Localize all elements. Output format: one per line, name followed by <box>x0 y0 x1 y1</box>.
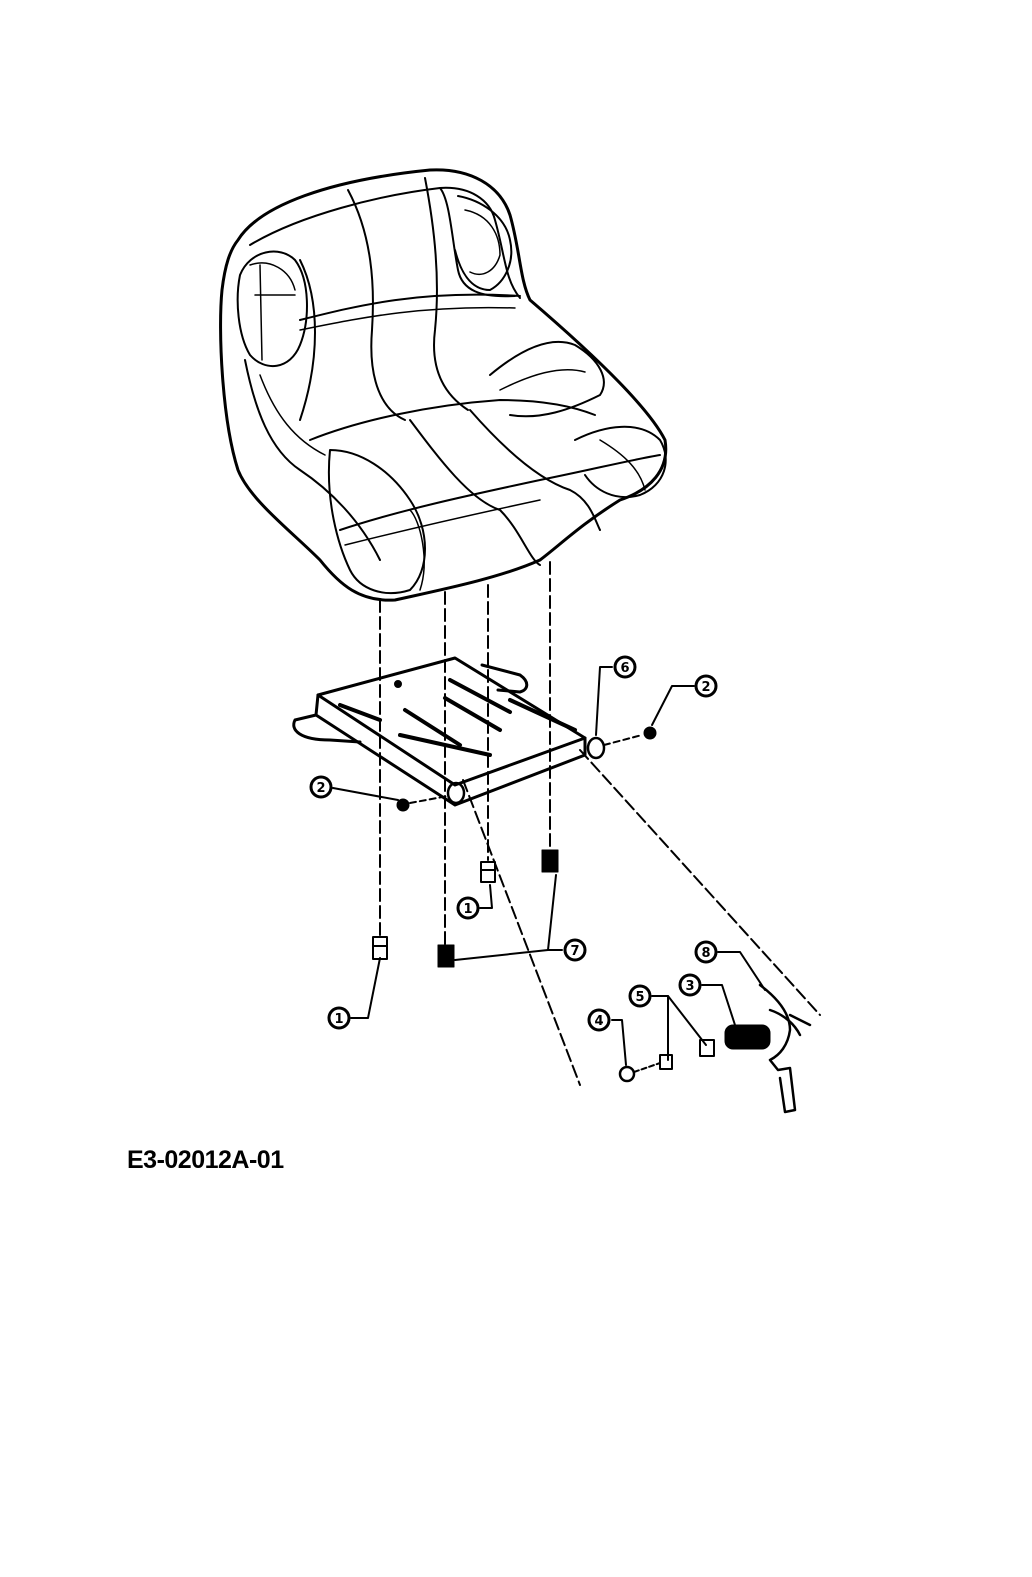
svg-text:2: 2 <box>316 781 325 796</box>
svg-text:2: 2 <box>701 680 710 695</box>
svg-text:6: 6 <box>620 661 629 676</box>
callouts: 6 2 2 1 7 8 3 5 <box>309 655 718 1032</box>
callout-1-rear: 1 <box>456 896 480 920</box>
guide-lines <box>379 561 821 1086</box>
leader-lines <box>332 666 766 1066</box>
spring <box>724 1024 771 1050</box>
washer <box>618 1062 661 1083</box>
screw-rear <box>480 861 496 883</box>
callout-2-right: 2 <box>694 674 718 698</box>
nut-right <box>603 726 657 746</box>
knob-bolt-rear <box>541 849 559 873</box>
svg-text:8: 8 <box>701 946 710 961</box>
seat <box>219 168 668 602</box>
screw-front <box>372 936 388 960</box>
callout-1-front: 1 <box>327 1006 351 1030</box>
callout-3: 3 <box>678 973 702 997</box>
svg-text:3: 3 <box>685 979 694 994</box>
callout-2-left: 2 <box>309 775 333 799</box>
svg-text:4: 4 <box>594 1014 603 1029</box>
svg-text:1: 1 <box>334 1012 343 1027</box>
svg-text:7: 7 <box>570 944 579 959</box>
bolt <box>659 1039 715 1070</box>
svg-text:1: 1 <box>463 902 472 917</box>
svg-text:5: 5 <box>635 990 644 1005</box>
callout-5: 5 <box>628 984 652 1008</box>
adjust-lever <box>758 983 812 1114</box>
callout-4: 4 <box>587 1008 611 1032</box>
knob-bolt-front <box>437 944 455 968</box>
nut-left <box>396 795 449 812</box>
callout-7: 7 <box>563 938 587 962</box>
callout-6: 6 <box>613 655 637 679</box>
seat-plate <box>292 656 606 807</box>
drawing-code: E3-02012A-01 <box>127 1146 284 1174</box>
callout-8: 8 <box>694 940 718 964</box>
